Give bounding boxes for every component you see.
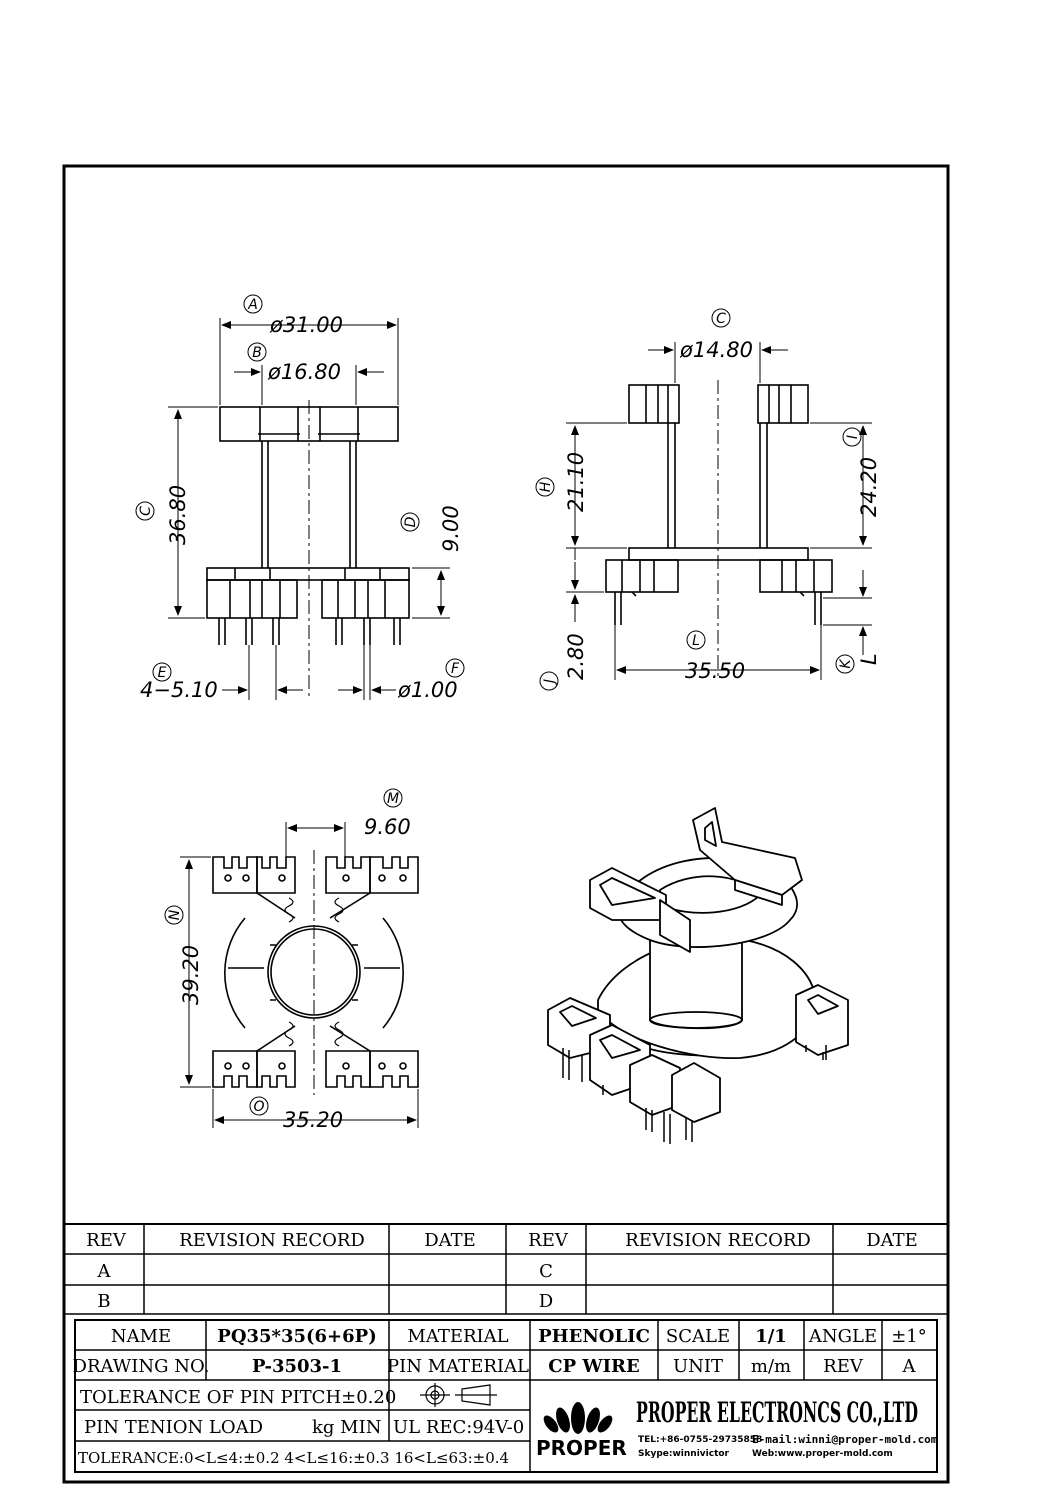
material-label: MATERIAL (407, 1326, 508, 1347)
label-d-text: D (403, 516, 419, 527)
drawing-no-label: DRAWING NO. (73, 1356, 210, 1377)
pin-load-value: kg MIN (312, 1417, 381, 1438)
label-l: L (686, 630, 706, 650)
rev-a: A (97, 1261, 112, 1282)
dim-a-value: ø31.00 (269, 313, 343, 337)
isometric-view (547, 807, 849, 1144)
company-name: PROPER ELECTRONCS CO.,LTD (636, 1396, 918, 1429)
dim-e-value: 4−5.10 (140, 678, 218, 702)
label-h: H (535, 477, 555, 497)
dim-o-value: 35.20 (283, 1108, 343, 1132)
label-k-text: K (838, 658, 854, 669)
name-label: NAME (111, 1326, 171, 1347)
label-i-text: I (845, 435, 861, 439)
label-c: C (135, 501, 155, 521)
label-a-text: A (247, 297, 258, 313)
label-h-text: H (538, 481, 554, 492)
company-tel: TEL:+86-0755-29735858 (638, 1435, 762, 1445)
company-email: E-mail:winni@proper-mold.com (752, 1433, 938, 1446)
revision-table (64, 1223, 948, 1315)
title-block (74, 1319, 938, 1473)
label-e-text: E (158, 665, 167, 681)
label-o-text: O (253, 1099, 264, 1115)
logo-text: PROPER (536, 1436, 627, 1460)
date-header-left: DATE (424, 1230, 476, 1251)
rev-header-left: REV (86, 1230, 127, 1251)
pin-material-value: CP WIRE (548, 1356, 639, 1377)
dim-d-value: 9.00 (439, 505, 463, 552)
pin-pitch-tolerance: TOLERANCE OF PIN PITCH±0.20 (80, 1387, 396, 1408)
rev-d: D (539, 1291, 553, 1312)
unit-label: UNIT (673, 1356, 723, 1377)
ul-rec: UL REC:94V-0 (393, 1417, 524, 1438)
pin-load-label: PIN TENION LOAD (84, 1417, 263, 1438)
rev-b: B (97, 1291, 110, 1312)
dim-h-value: 21.10 (564, 452, 588, 512)
dim-k-value: L (857, 653, 881, 665)
dim-c-value: 36.80 (166, 485, 190, 545)
label-m-text: M (387, 791, 399, 807)
label-n: N (164, 905, 184, 925)
angle-label: ANGLE (808, 1326, 877, 1347)
label-c-side-text: C (716, 311, 726, 327)
label-b: B (247, 342, 267, 362)
label-d: D (400, 512, 420, 532)
rev-value: A (902, 1356, 917, 1377)
general-tolerance: TOLERANCE:0<L≤4:±0.2 4<L≤16:±0.3 16<L≤63… (78, 1449, 509, 1467)
dim-m-value: 9.60 (364, 815, 411, 839)
projection-symbol-icon (420, 1383, 497, 1407)
dim-n-value: 39.20 (179, 945, 203, 1005)
label-f-text: F (451, 661, 460, 677)
pin-material-label: PIN MATERIAL (387, 1356, 529, 1377)
drawing-no-value: P-3503-1 (252, 1356, 342, 1377)
label-l-text: L (692, 633, 700, 649)
scale-value: 1/1 (755, 1326, 787, 1347)
bottom-view (180, 822, 419, 1128)
dim-i-value: 24.20 (857, 457, 881, 517)
side-view (566, 342, 872, 680)
label-m: M (383, 788, 403, 808)
drawing-border (62, 164, 950, 1484)
unit-value: m/m (751, 1356, 791, 1377)
name-value: PQ35*35(6+6P) (217, 1326, 376, 1347)
label-j: J (539, 671, 559, 691)
label-o: O (249, 1096, 269, 1116)
label-k: K (835, 654, 855, 674)
proper-logo-icon (543, 1402, 613, 1434)
company-skype: Skype:winnivictor (638, 1449, 730, 1459)
dim-c2-value: ø14.80 (679, 338, 753, 362)
label-a: A (243, 294, 263, 314)
label-n-text: N (167, 909, 183, 920)
material-value: PHENOLIC (538, 1326, 650, 1347)
label-j-text: J (542, 679, 558, 686)
front-view (168, 318, 450, 700)
dim-b-value: ø16.80 (267, 360, 341, 384)
dim-j-value: 2.80 (564, 633, 588, 680)
rev-label: REV (823, 1356, 864, 1377)
label-e: E (152, 662, 172, 682)
revision-record-header-left: REVISION RECORD (179, 1230, 365, 1251)
date-header-right: DATE (866, 1230, 918, 1251)
label-c-side: C (711, 308, 731, 328)
label-i: I (842, 427, 862, 447)
label-b-text: B (252, 345, 262, 361)
label-c-text: C (138, 506, 154, 516)
rev-header-right: REV (528, 1230, 569, 1251)
dim-l-value: 35.50 (685, 659, 745, 683)
revision-record-header-right: REVISION RECORD (625, 1230, 811, 1251)
company-web: Web:www.proper-mold.com (752, 1449, 893, 1459)
angle-value: ±1° (891, 1326, 927, 1347)
dim-f-value: ø1.00 (397, 678, 458, 702)
rev-c: C (539, 1261, 553, 1282)
label-f: F (445, 658, 465, 678)
scale-label: SCALE (666, 1326, 730, 1347)
